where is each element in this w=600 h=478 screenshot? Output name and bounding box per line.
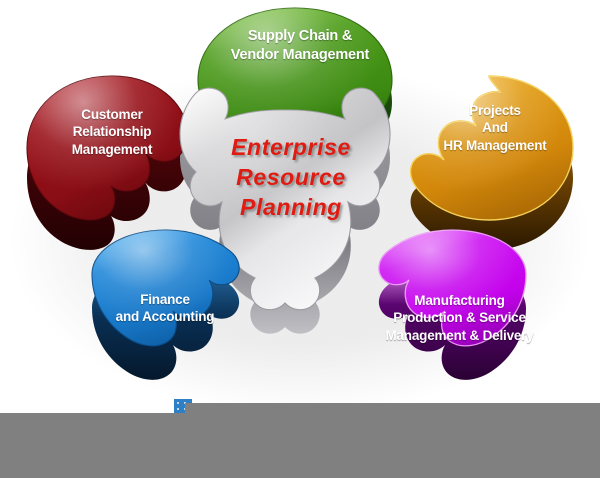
overlay-gray-bar [0,413,600,478]
overlay-gray-step [185,403,600,415]
